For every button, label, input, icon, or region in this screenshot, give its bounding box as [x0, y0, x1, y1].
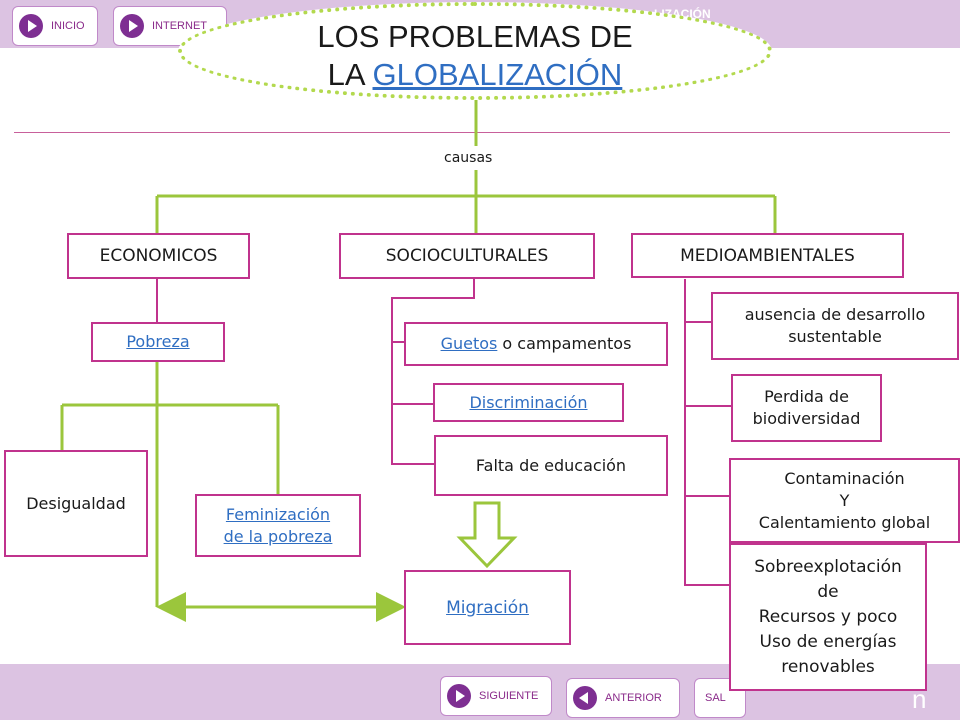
play-icon	[447, 684, 471, 708]
medio-item4-line1: Sobreexplotación	[754, 556, 902, 577]
internet-label: INTERNET	[152, 20, 207, 32]
medio-item4-line4: Uso de energías	[759, 631, 897, 652]
title-line-1: LOS PROBLEMAS DE	[317, 19, 633, 54]
medio-item3-line3: Calentamiento global	[758, 512, 931, 532]
footer-logo-mark: n	[912, 684, 927, 714]
desigualdad-box: Desigualdad	[4, 450, 148, 557]
anterior-label: ANTERIOR	[605, 692, 662, 704]
medio-item1-line2: sustentable	[788, 327, 882, 346]
medio-item4-line3: Recursos y poco	[758, 606, 898, 627]
siguiente-button[interactable]: SIGUIENTE	[440, 676, 552, 716]
play-icon	[19, 14, 43, 38]
migracion-link[interactable]: Migración	[446, 597, 529, 618]
guetos-box: Guetos o campamentos	[404, 322, 668, 366]
medio-item1-box: ausencia de desarrollo sustentable	[711, 292, 959, 360]
medio-item4-line2: de	[817, 581, 839, 602]
inicio-label: INICIO	[51, 20, 85, 32]
play-icon	[120, 14, 144, 38]
medio-item2-line2: biodiversidad	[752, 409, 861, 428]
down-arrow	[456, 501, 518, 569]
medio-item4-box: Sobreexplotación de Recursos y poco Uso …	[729, 543, 927, 691]
line-medio-bracket	[684, 279, 735, 586]
siguiente-label: SIGUIENTE	[479, 690, 539, 702]
guetos-link[interactable]: Guetos	[440, 334, 498, 353]
pobreza-link[interactable]: Pobreza	[126, 332, 190, 351]
feminizacion-box: Feminización de la pobreza	[195, 494, 361, 557]
medio-item2-box: Perdida de biodiversidad	[731, 374, 882, 442]
feminizacion-link-line2[interactable]: de la pobreza	[223, 526, 333, 546]
line-socio-bracket	[391, 279, 475, 465]
category-economicos: ECONOMICOS	[67, 233, 250, 279]
title-prefix: LA	[327, 57, 364, 92]
back-icon	[573, 686, 597, 710]
guetos-rest: o campamentos	[497, 334, 632, 353]
title-line-2: LA GLOBALIZACIÓN	[182, 56, 768, 94]
globalizacion-link[interactable]: GLOBALIZACIÓN	[372, 57, 623, 92]
medio-item3-line1: Contaminación	[784, 468, 905, 488]
falta-educacion-box: Falta de educación	[434, 435, 668, 496]
category-medioambientales: MEDIOAMBIENTALES	[631, 233, 904, 278]
discriminacion-box: Discriminación	[433, 383, 624, 422]
header-divider	[14, 132, 950, 133]
medio-item3-line2: Y	[839, 490, 850, 510]
medio-item4-line5: renovables	[781, 656, 875, 677]
causas-label: causas	[444, 150, 493, 166]
migracion-box: Migración	[404, 570, 571, 645]
pobreza-box: Pobreza	[91, 322, 225, 362]
medio-item3-box: Contaminación Y Calentamiento global	[729, 458, 960, 543]
category-socioculturales: SOCIOCULTURALES	[339, 233, 595, 279]
title-oval: LOS PROBLEMAS DE LA GLOBALIZACIÓN	[178, 2, 772, 100]
medio-item1-line1: ausencia de desarrollo	[744, 305, 926, 324]
inicio-button[interactable]: INICIO	[12, 6, 98, 46]
anterior-button[interactable]: ANTERIOR	[566, 678, 680, 718]
medio-item2-line1: Perdida de	[764, 387, 849, 406]
salir-label: SAL	[705, 692, 726, 704]
discriminacion-link[interactable]: Discriminación	[469, 392, 588, 412]
feminizacion-link-line1[interactable]: Feminización	[225, 504, 331, 524]
